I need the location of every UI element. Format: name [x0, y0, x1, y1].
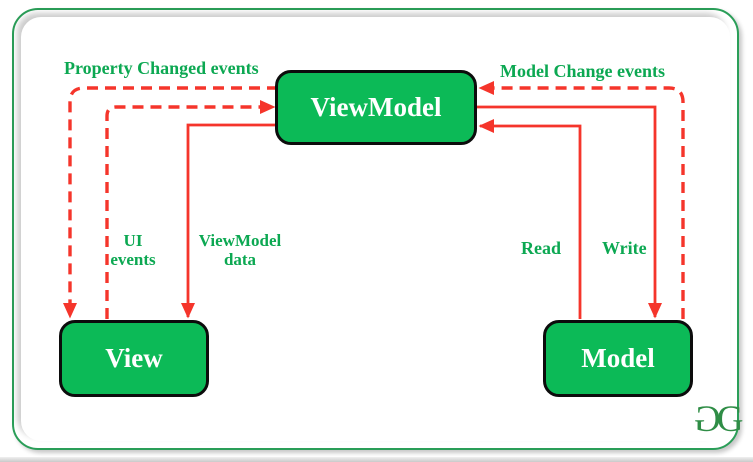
node-viewmodel-label: ViewModel	[310, 92, 442, 122]
edge-model-change-label: Model Change events	[500, 61, 665, 81]
edge-viewmodel-data-line	[181, 123, 278, 319]
edge-ui-events-label-line1: UI	[123, 231, 143, 250]
edge-viewmodel-data-label-line2: data	[223, 250, 257, 269]
edge-write-line	[476, 105, 662, 319]
node-view-label: View	[105, 343, 163, 373]
edge-property-changed-label: Property Changed events	[64, 58, 259, 78]
edge-read-line	[478, 119, 582, 319]
edge-viewmodel-data-label-line1: ViewModel	[198, 231, 282, 250]
logo-letter-g: G	[716, 399, 744, 440]
bottom-edge-strip	[0, 457, 753, 462]
node-viewmodel: ViewModel	[275, 70, 477, 145]
node-model: Model	[543, 320, 693, 397]
edge-read-label: Read	[521, 238, 561, 258]
node-view: View	[59, 320, 209, 397]
edge-viewmodel-data-label: ViewModel data	[189, 231, 291, 269]
node-model-label: Model	[581, 343, 655, 373]
edge-write-label: Write	[602, 238, 647, 258]
geeksforgeeks-logo: G G	[694, 399, 744, 440]
edge-ui-events-label: UI events	[101, 231, 165, 269]
edge-property-changed-line	[63, 86, 278, 319]
edge-ui-events-label-line2: events	[110, 250, 156, 269]
edge-ui-events-line	[105, 100, 276, 319]
logo-letter-mirrored-g: G	[694, 399, 721, 440]
edge-model-change-line	[478, 81, 685, 319]
